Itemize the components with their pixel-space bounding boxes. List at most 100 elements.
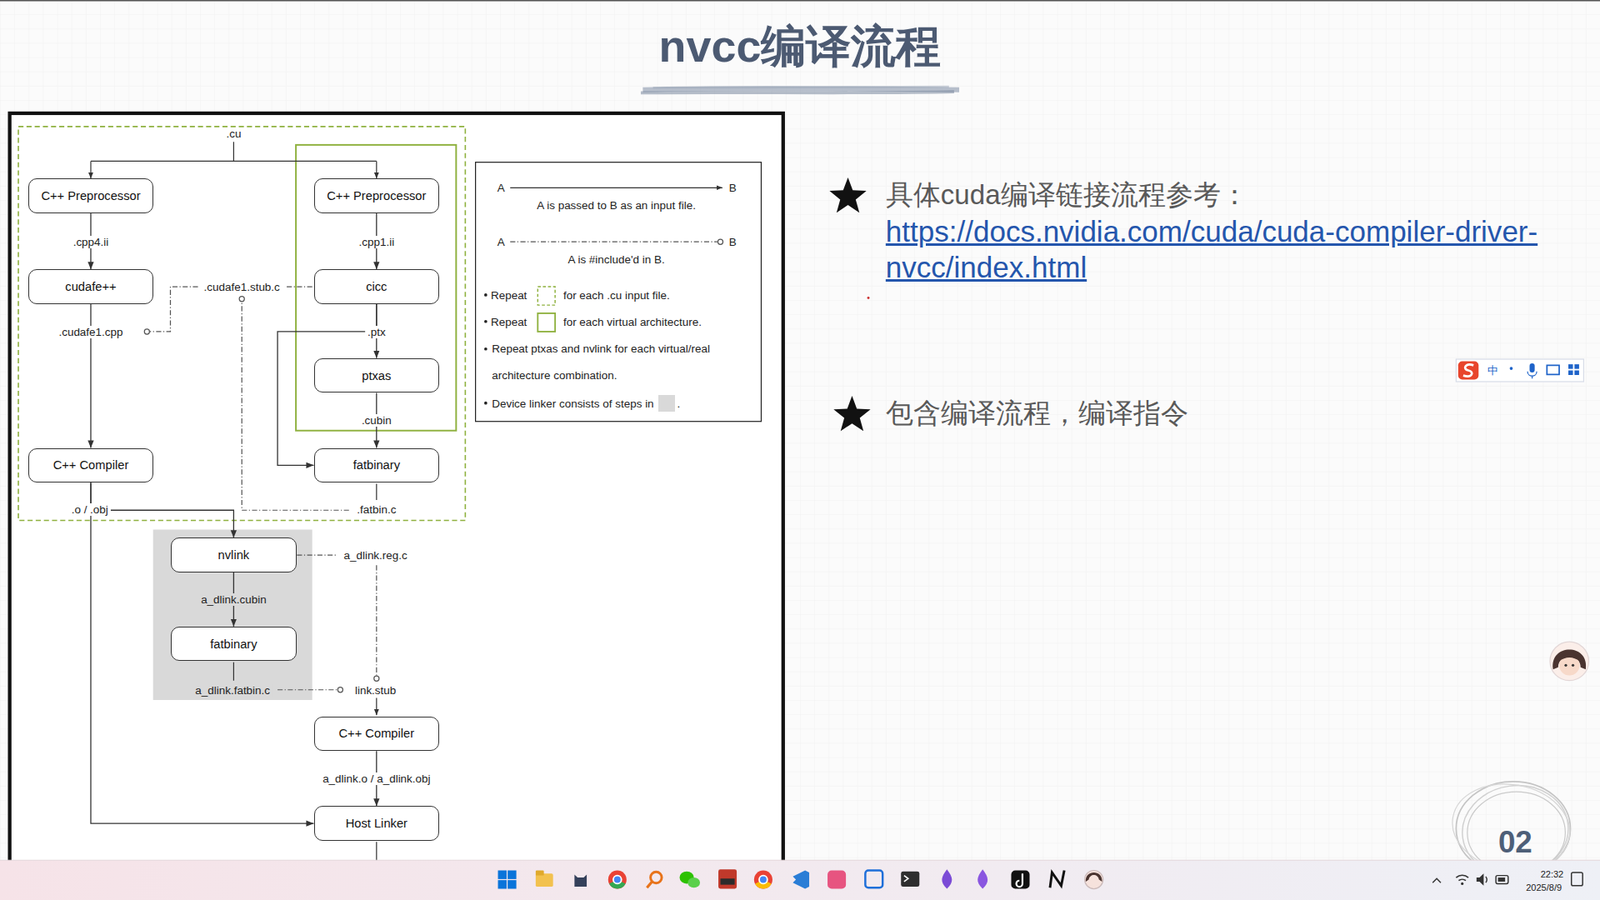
bullet — [484, 347, 488, 351]
include-line — [296, 555, 336, 556]
taskbar-edge — [0, 860, 1600, 861]
tool-name: nvlink — [218, 548, 250, 562]
file-name: .cpp4.ii — [70, 235, 112, 249]
bullet — [484, 293, 488, 297]
edge-label-holder: .cubin — [359, 412, 395, 428]
legend-holder: Device linker consists of steps in — [491, 395, 654, 411]
tool-name: C++ Compiler — [53, 458, 130, 472]
page-number: 02 — [1498, 825, 1533, 860]
label-holder: 具体cuda编译链接流程参考： — [885, 175, 1249, 214]
label-holder: .fatbin.c — [354, 501, 399, 517]
tool-name: C++ Compiler — [339, 726, 415, 740]
input-arrow — [375, 698, 377, 716]
output-line — [375, 483, 377, 500]
legend-word: Repeat — [490, 315, 527, 329]
assistant-avatar — [1559, 655, 1580, 675]
assistant-avatar — [1550, 641, 1590, 681]
legend-box — [475, 162, 762, 422]
video-app-icon — [1010, 870, 1030, 889]
legend-text: A is passed to B as an input file. — [536, 199, 696, 212]
tool-box: C++ Compiler — [314, 716, 440, 752]
include-line — [375, 565, 377, 675]
tool-box: C++ Preprocessor — [28, 178, 155, 214]
include-head — [337, 687, 343, 693]
file-name: a_dlink.o / a_dlink.obj — [320, 772, 433, 785]
speaker-icon — [1476, 873, 1485, 886]
ime-logo — [1463, 364, 1474, 376]
brush-underline — [640, 91, 955, 93]
label-holder: 包含编译流程，编译指令 — [885, 394, 1189, 432]
edge-label-holder: .cpp1.ii — [356, 234, 398, 250]
ime-toolbar — [1455, 359, 1584, 382]
browser-icon — [754, 870, 773, 889]
flow-arrow — [90, 482, 315, 824]
edge-label-holder: .cudafe1.cpp — [55, 324, 125, 340]
include-head — [239, 296, 245, 302]
label-holder: B — [729, 234, 737, 250]
label-holder: . — [676, 395, 680, 411]
legend-region-sample — [537, 286, 555, 305]
battery-icon — [1495, 875, 1509, 885]
reference-heading: 具体cuda编译链接流程参考： — [885, 175, 1249, 214]
source-arrow — [90, 160, 91, 179]
window-edge — [0, 0, 1600, 1]
tool-name: cudafe++ — [65, 280, 116, 294]
file-name: .cudafe1.stub.c — [201, 280, 283, 294]
search-icon — [646, 881, 652, 888]
legend-word: Repeat — [490, 289, 527, 302]
avatar-icon — [1085, 872, 1103, 882]
legend-holder: A is #include'd in B. — [567, 251, 665, 267]
speaker-icon — [1485, 876, 1487, 883]
slide-title: nvcc编译流程 — [659, 16, 942, 78]
include-head — [144, 329, 150, 335]
tool-name: fatbinary — [210, 637, 257, 651]
file-name: a_dlink.reg.c — [340, 549, 410, 562]
app-icon — [574, 874, 587, 887]
ime-icon — [1510, 366, 1514, 370]
app-icon — [827, 870, 846, 889]
legend-letter: A — [497, 181, 505, 195]
device-linker-region — [153, 530, 313, 700]
legend-punctuation: . — [676, 397, 680, 410]
video-app-icon — [1016, 873, 1023, 887]
folder-icon — [535, 870, 545, 875]
legend-holder: for each virtual architecture. — [563, 314, 702, 330]
browser-icon — [608, 870, 627, 889]
legend-text: Device linker consists of steps in — [491, 397, 654, 410]
pointer-dot — [867, 296, 870, 300]
include-line — [150, 286, 313, 332]
label-holder: 2025/8/9 — [1525, 879, 1562, 895]
edge-label-holder: .cpp4.ii — [70, 234, 112, 250]
star-bullet — [829, 177, 866, 213]
label-holder: A — [497, 180, 505, 195]
assistant-avatar — [1564, 664, 1567, 667]
chat-icon — [687, 877, 700, 888]
ime-icon — [1527, 371, 1537, 380]
include-head — [374, 675, 380, 681]
edge-label-holder: .o / .obj — [69, 501, 111, 517]
flow-arrow — [90, 482, 234, 538]
label-holder: A — [497, 234, 505, 250]
app-icon — [865, 870, 883, 888]
file-name: link.stub — [352, 684, 399, 697]
diagram-panel — [10, 113, 784, 890]
label-holder: https://docs.nvidia.com/cuda/cuda-compil… — [885, 214, 1560, 286]
tray-chevron — [1432, 878, 1441, 883]
start-icon — [498, 880, 507, 889]
app-icon — [720, 878, 735, 885]
brush-underline — [653, 86, 950, 88]
label-holder: .cudafe1.stub.c — [201, 279, 283, 295]
start-icon — [498, 870, 507, 879]
tool-name: fatbinary — [353, 458, 400, 472]
bullet-text: 包含编译流程，编译指令 — [885, 394, 1189, 432]
legend-text: A is #include'd in B. — [567, 253, 665, 266]
terminal-icon — [900, 871, 920, 887]
tool-box: nvlink — [170, 537, 297, 573]
legend-letter: A — [497, 235, 505, 249]
taskbar — [0, 860, 1600, 900]
legend-note: Repeat ptxas and nvlink for each virtual… — [491, 335, 752, 390]
